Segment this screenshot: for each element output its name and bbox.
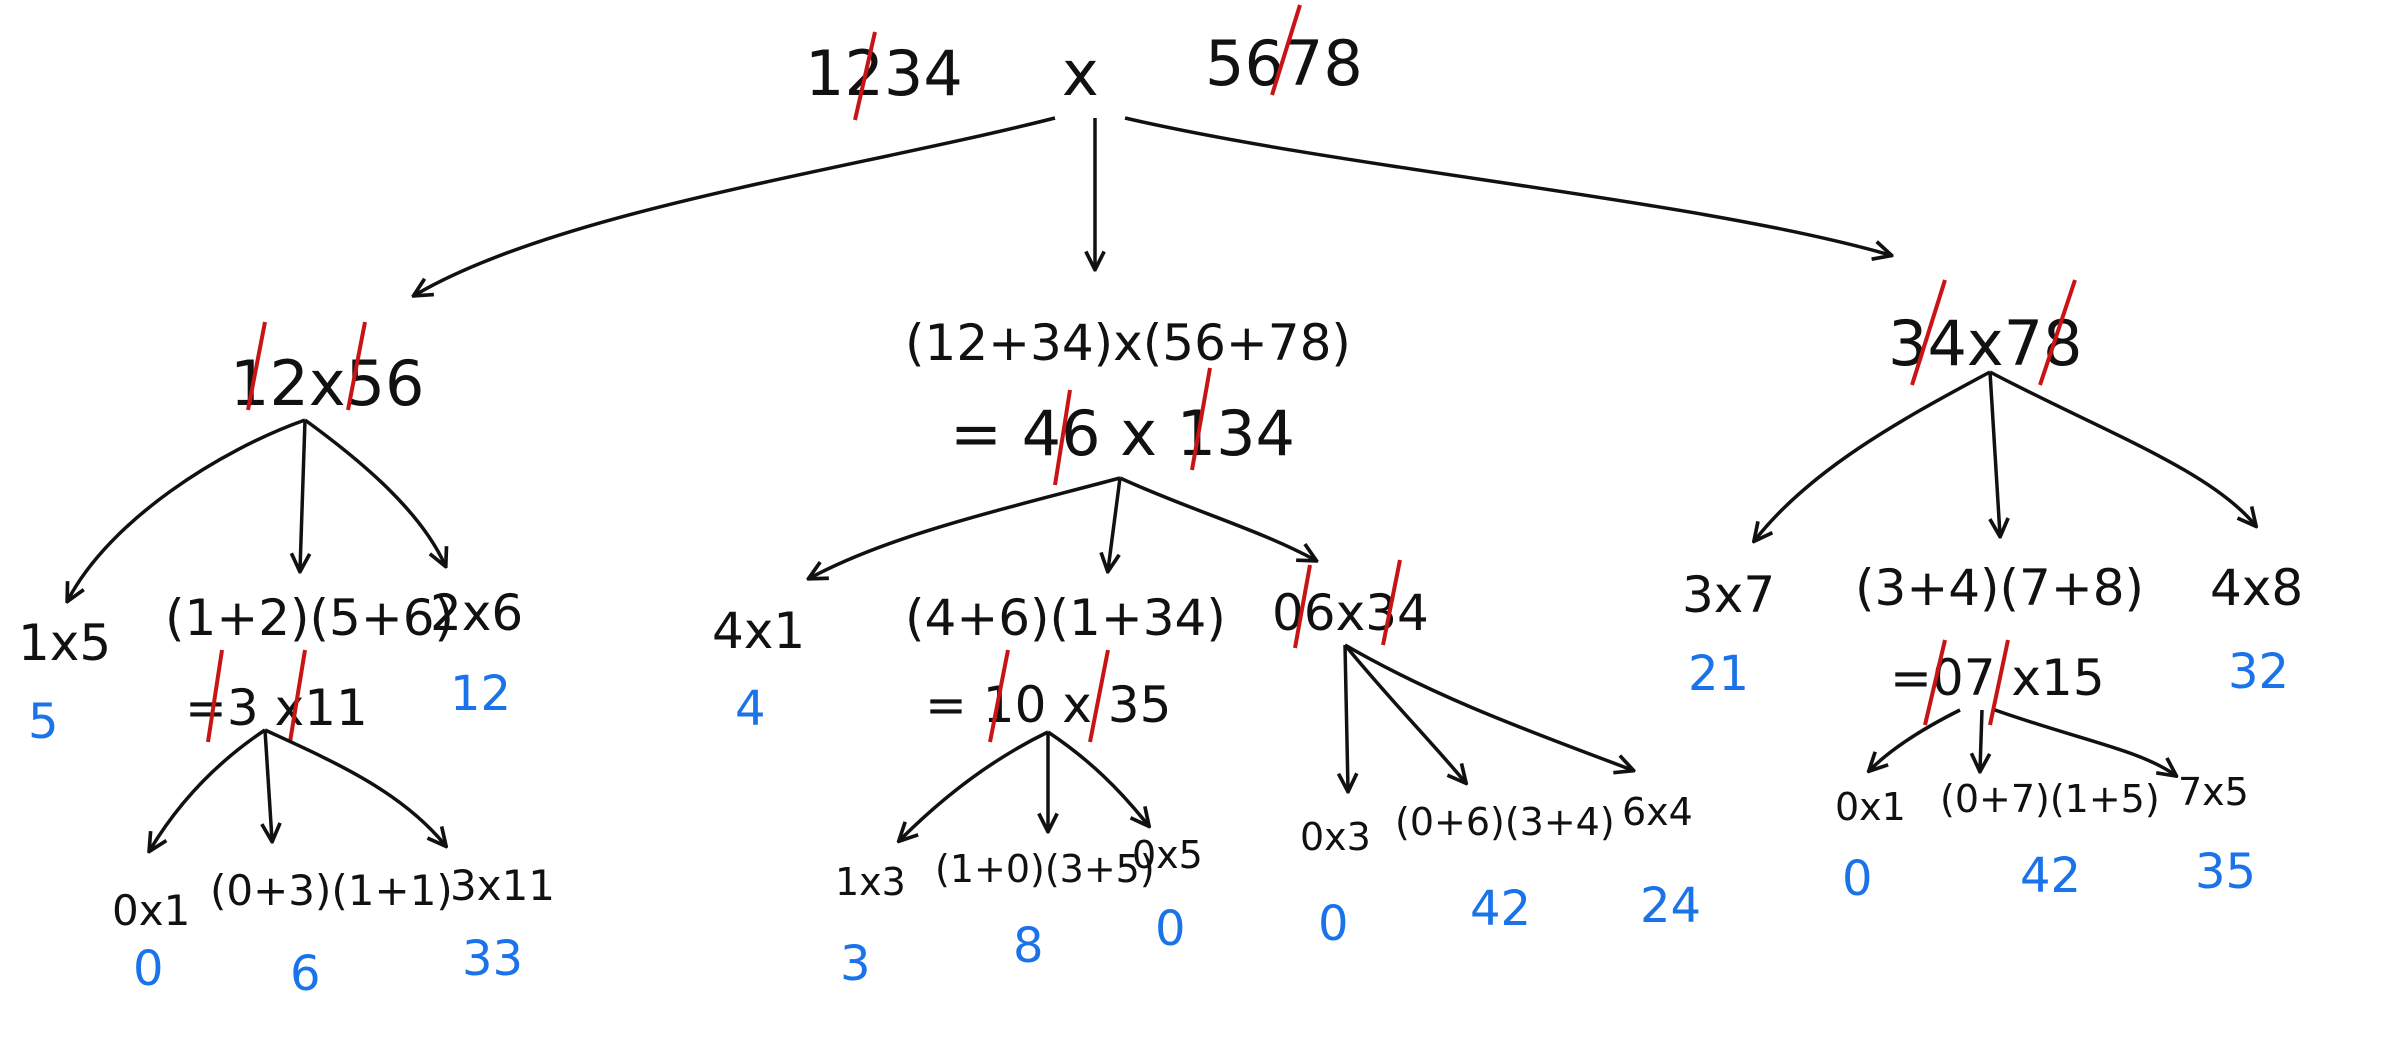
right-gc-3-expr: 7x5 — [2178, 770, 2249, 814]
left-gc-2-value: 6 — [290, 946, 321, 1002]
mid3-gc-1-expr: 0x3 — [1300, 815, 1371, 859]
branch-right: 34x78 3x7 21 (3+4)(7+8) =07 x15 4x8 32 0… — [1682, 279, 2303, 907]
arrow-mid3-gc-2 — [1343, 643, 1465, 782]
mid-gc-3-expr: 0x5 — [1132, 833, 1203, 877]
mid3-gc-3-expr: 6x4 — [1622, 790, 1693, 834]
arrow-left-gc-2 — [265, 729, 272, 840]
mid-gc-1-value: 3 — [840, 936, 871, 992]
arrow-left-to-child-3 — [303, 418, 445, 565]
right-gc-2-expr: (0+7)(1+5) — [1940, 777, 2160, 821]
mid-gc-3-value: 0 — [1155, 901, 1186, 957]
branch-mid: (12+34)x(56+78) = 46 x 134 4x1 4 (4+6)(1… — [712, 314, 1701, 992]
left-child-2-split-mark-2 — [288, 649, 307, 743]
arrow-mid3-gc-3 — [1344, 643, 1632, 770]
arrow-mid-to-child-2 — [1108, 477, 1122, 570]
arrow-root-to-right — [1124, 116, 1890, 255]
right-child-1-value: 21 — [1688, 646, 1749, 702]
arrow-mid-to-child-3 — [1119, 476, 1315, 560]
mid-child-2-expr: (4+6)(1+34) — [905, 589, 1226, 647]
arrow-mid3-gc-1 — [1345, 644, 1348, 790]
left-gc-3-value: 33 — [462, 931, 523, 987]
mid3-gc-1-value: 0 — [1318, 896, 1349, 952]
branch-mid-sub: = 46 x 134 — [950, 397, 1295, 470]
mid-child-3-expr: 06x34 — [1272, 584, 1429, 642]
left-child-2-expr: (1+2)(5+6) — [165, 589, 454, 647]
arrow-root-to-left — [415, 116, 1056, 295]
branch-left-split-mark-1 — [246, 321, 267, 411]
branch-mid-split-mark-1 — [1053, 389, 1072, 486]
branch-right-split-mark-1 — [1910, 279, 1947, 386]
arrow-mid-to-child-1 — [810, 476, 1121, 578]
mid-child-1-value: 4 — [735, 681, 766, 737]
right-child-3-expr: 4x8 — [2210, 559, 2303, 617]
mid-child-2-split-mark-1 — [988, 649, 1010, 743]
branch-left: 12x56 1x5 5 (1+2)(5+6) =3 x11 2x6 12 0x1… — [18, 321, 555, 1002]
right-child-1-expr: 3x7 — [1682, 566, 1775, 624]
mid-gc-2-expr: (1+0)(3+5) — [935, 847, 1155, 891]
branch-right-expression: 34x78 — [1888, 307, 2082, 380]
root-expression: 1234 x 5678 — [805, 4, 1363, 121]
arrow-right-to-child-2 — [1988, 371, 2000, 535]
right-gc-1-value: 0 — [1842, 851, 1873, 907]
mid-child-2-split-mark-2 — [1088, 649, 1110, 743]
branch-mid-split-mark-2 — [1190, 367, 1212, 471]
mid-child-1-expr: 4x1 — [712, 602, 805, 660]
left-gc-1-value: 0 — [133, 941, 164, 997]
right-gc-1-expr: 0x1 — [1835, 785, 1906, 829]
right-child-3-value: 32 — [2228, 644, 2289, 700]
mid3-gc-2-value: 42 — [1470, 881, 1531, 937]
arrow-right-gc-2 — [1980, 709, 1982, 770]
left-child-3-value: 12 — [450, 666, 511, 722]
branch-left-split-mark-2 — [346, 321, 367, 411]
right-child-2-expr: (3+4)(7+8) — [1855, 559, 2144, 617]
left-gc-1-expr: 0x1 — [112, 886, 190, 935]
left-child-1-value: 5 — [28, 694, 59, 750]
left-child-3-expr: 2x6 — [430, 584, 523, 642]
root-right-split-mark — [1270, 4, 1302, 96]
left-child-2-split-mark-1 — [206, 649, 224, 743]
arrow-right-gc-1 — [1870, 708, 1961, 770]
branch-left-expression: 12x56 — [230, 347, 424, 420]
mid-child-3-split-mark-2 — [1381, 559, 1402, 646]
right-gc-2-value: 42 — [2020, 848, 2081, 904]
arrow-left-to-child-1 — [68, 418, 306, 600]
root-left-operand: 1234 — [805, 37, 963, 110]
mid3-gc-3-value: 24 — [1640, 878, 1701, 934]
mid-child-3-split-mark-1 — [1293, 564, 1312, 649]
arrow-left-gc-1 — [150, 728, 266, 850]
branch-right-split-mark-2 — [2038, 279, 2077, 386]
branch-mid-expression: (12+34)x(56+78) — [905, 314, 1351, 372]
arrow-right-to-child-1 — [1755, 370, 1991, 540]
arrow-mid-gc-3 — [1047, 730, 1148, 825]
left-gc-2-expr: (0+3)(1+1) — [210, 866, 453, 915]
left-gc-3-expr: 3x11 — [450, 861, 555, 910]
mid-gc-1-expr: 1x3 — [835, 860, 906, 904]
right-gc-3-value: 35 — [2195, 844, 2256, 900]
arrow-right-gc-3 — [1994, 708, 2175, 775]
arrow-left-to-child-2 — [300, 419, 305, 570]
right-child-2-split-mark-1 — [1923, 639, 1947, 726]
left-child-1-expr: 1x5 — [18, 614, 111, 672]
right-child-2-split-mark-2 — [1988, 639, 2010, 726]
arrow-left-gc-3 — [264, 728, 445, 845]
root-left-split-mark — [853, 31, 877, 121]
arrow-right-to-child-3 — [1989, 370, 2255, 525]
mid-child-2-sub: = 10 x 35 — [925, 676, 1171, 734]
mid-gc-2-value: 8 — [1013, 918, 1044, 974]
mid3-gc-2-expr: (0+6)(3+4) — [1395, 800, 1615, 844]
root-times-sign: x — [1062, 37, 1099, 110]
arrow-mid-gc-1 — [900, 730, 1049, 840]
root-right-operand: 5678 — [1205, 27, 1363, 100]
